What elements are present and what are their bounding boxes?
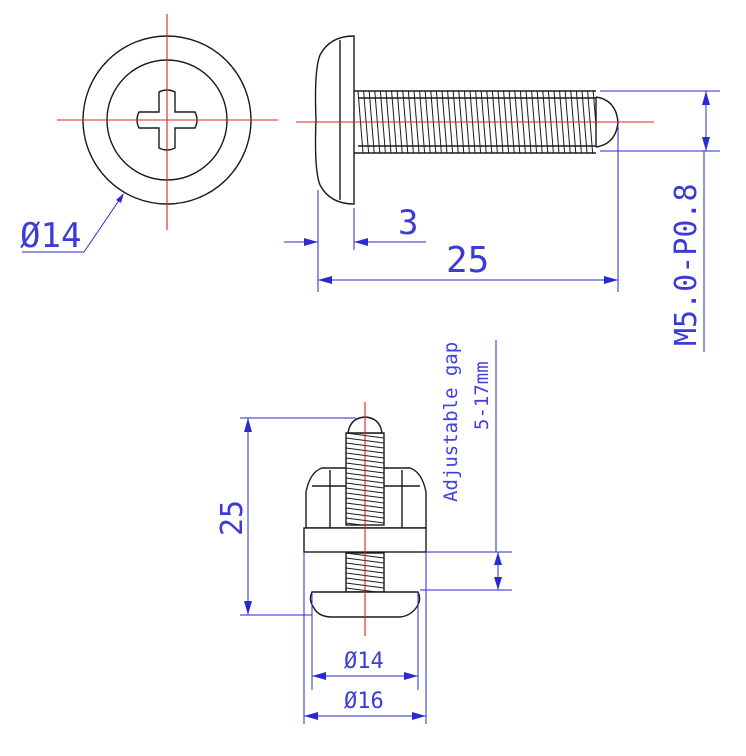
- d14-left-arrow: [312, 672, 326, 680]
- front-view: Ø14: [20, 14, 278, 256]
- front-diameter-label: Ø14: [20, 216, 81, 256]
- thread-dim-bottom-arrow: [702, 137, 710, 151]
- gap-note-line1: Adjustable gap: [440, 342, 462, 502]
- side-length-label: 25: [446, 240, 489, 281]
- dim-25-left-arrow: [318, 276, 332, 284]
- assembly-length-label: 25: [215, 500, 250, 536]
- assembly-inner-diameter-label: Ø14: [344, 649, 384, 674]
- assembly-view: 25 Adjustable gap 5-17mm Ø14 Ø16: [215, 340, 512, 724]
- assembly-length-top-arrow: [244, 418, 252, 432]
- head-thickness-label: 3: [398, 203, 418, 243]
- diameter-leader: [83, 195, 123, 253]
- dim-3-left-arrow: [304, 238, 318, 246]
- thread-line: [346, 522, 366, 525]
- assembly-outer-diameter-label: Ø16: [344, 689, 384, 714]
- gap-bottom-arrow: [494, 577, 502, 590]
- side-view: 3 25 M5.0-P0.8: [284, 35, 720, 352]
- dim-3-right-arrow: [354, 238, 368, 246]
- screw-head-side: [314, 35, 355, 205]
- phillips-recess: [136, 89, 198, 151]
- assembly-length-bottom-arrow: [244, 601, 252, 615]
- diameter-leader-arrow: [116, 193, 124, 203]
- d16-left-arrow: [304, 712, 318, 720]
- side-thread-lines: [357, 91, 596, 153]
- d14-right-arrow: [404, 672, 418, 680]
- gap-note-line2: 5-17mm: [471, 361, 493, 430]
- thread-size-label: M5.0-P0.8: [669, 183, 704, 346]
- dim-25-right-arrow: [604, 276, 618, 284]
- thread-dim-top-arrow: [702, 91, 710, 105]
- d16-right-arrow: [412, 712, 426, 720]
- gap-top-arrow: [494, 552, 502, 565]
